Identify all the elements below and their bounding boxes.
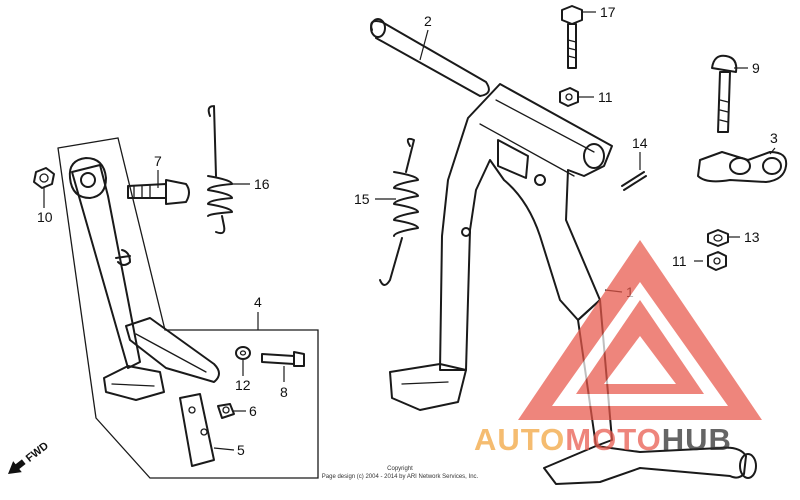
collar-6 xyxy=(217,403,235,419)
callout-5: 5 xyxy=(237,442,245,458)
watermark-text-hub: HUB xyxy=(662,422,732,457)
copyright-line-1: Copyright xyxy=(387,466,413,472)
nut-11-lower xyxy=(707,251,727,271)
watermark-text-moto: MOTO xyxy=(565,422,661,457)
callout-4: 4 xyxy=(254,294,262,310)
callout-15: 15 xyxy=(354,191,370,207)
spring-rod-inner xyxy=(135,333,207,373)
stop-pin xyxy=(115,249,131,266)
main-stand-body xyxy=(439,83,613,371)
bolt-17 xyxy=(561,5,583,69)
stand-hole xyxy=(534,174,546,186)
side-stand-leg xyxy=(71,164,141,369)
watermark-text-auto: AUTO xyxy=(474,422,565,457)
callout-2: 2 xyxy=(424,13,432,29)
watermark-logo: AUTOMOTOHUB xyxy=(474,240,762,457)
callout-12: 12 xyxy=(235,377,251,393)
main-stand-foot-left xyxy=(389,363,467,411)
fwd-label: FWD xyxy=(24,440,51,465)
callout-16: 16 xyxy=(254,176,270,192)
spring-rod xyxy=(125,317,220,383)
pivot-bolt-7 xyxy=(127,179,190,205)
foot-edge xyxy=(111,383,155,387)
callout-11-lower: 11 xyxy=(672,253,687,269)
spring-15 xyxy=(379,137,419,286)
callout-13: 13 xyxy=(744,229,760,245)
callout-labels: 1 2 3 4 5 6 7 8 9 10 11 11 12 13 14 15 1… xyxy=(37,4,778,458)
spring-16 xyxy=(207,105,233,235)
callout-6: 6 xyxy=(249,403,257,419)
shaft-2 xyxy=(370,20,490,97)
callout-10: 10 xyxy=(37,209,53,225)
side-stand-pivot xyxy=(68,157,107,199)
callout-7: 7 xyxy=(154,153,162,169)
pivot-hole xyxy=(80,172,96,188)
shaft-end xyxy=(370,18,386,38)
callout-3: 3 xyxy=(770,130,778,146)
foot-left-edge xyxy=(401,381,449,385)
pad-5 xyxy=(179,393,215,467)
pin-14 xyxy=(621,171,647,191)
callout-17: 17 xyxy=(600,4,616,20)
bolt-8 xyxy=(261,351,305,367)
callout-9: 9 xyxy=(752,60,760,76)
crossbar-edges xyxy=(479,99,595,177)
fwd-arrow-icon xyxy=(8,459,26,474)
bolt-9 xyxy=(711,54,738,133)
nut-11-upper xyxy=(559,87,579,107)
foot-pedal-end xyxy=(739,453,757,479)
copyright-block: Copyright Page design (c) 2004 - 2014 by… xyxy=(322,466,479,480)
stand-pin xyxy=(461,227,471,237)
plate-3 xyxy=(697,151,788,183)
stand-bracket xyxy=(497,139,529,179)
main-stand-foot-right xyxy=(543,445,747,485)
side-stand-group xyxy=(57,137,319,479)
side-stand-foot xyxy=(103,365,165,401)
nut-13 xyxy=(707,229,729,247)
group-boundary xyxy=(57,137,319,479)
fwd-indicator: FWD xyxy=(8,440,51,474)
callout-8: 8 xyxy=(280,384,288,400)
nut-10 xyxy=(33,167,55,189)
main-stand-group xyxy=(370,18,757,485)
svg-text:AUTOMOTOHUB: AUTOMOTOHUB xyxy=(474,422,732,457)
copyright-line-2: Page design (c) 2004 - 2014 by ARI Netwo… xyxy=(322,474,479,480)
callout-14: 14 xyxy=(632,135,648,151)
leader-lines xyxy=(43,11,776,451)
callout-11-upper: 11 xyxy=(598,89,613,105)
watermark-triangle-core xyxy=(604,336,676,384)
washer-12 xyxy=(235,346,251,360)
stand-pivot xyxy=(583,143,605,169)
